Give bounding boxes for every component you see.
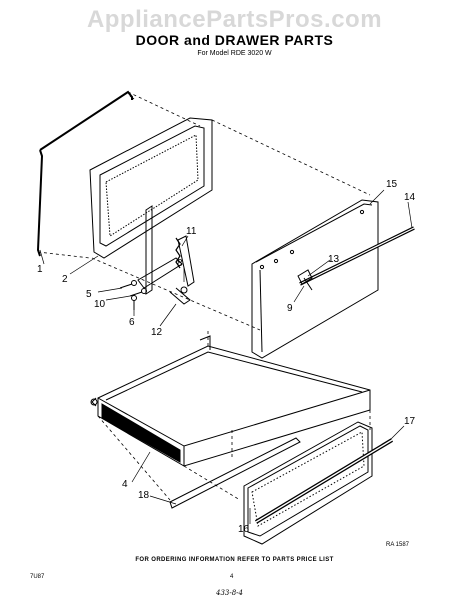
- callout-9: 9: [287, 303, 293, 314]
- handwritten-note: 433-8-4: [216, 589, 243, 597]
- callout-1: 1: [37, 264, 43, 275]
- callout-16: 16: [238, 524, 250, 535]
- assembly-lines-door: [37, 91, 371, 331]
- door-hinge: [137, 205, 195, 305]
- inner-door-panel: [89, 117, 213, 259]
- callout-10: 10: [94, 299, 106, 310]
- door-gasket: [36, 90, 135, 257]
- callout-2: 2: [62, 274, 68, 285]
- assembly-lines-drawer: [97, 330, 371, 501]
- callout-13: 13: [328, 254, 340, 265]
- callout-14: 14: [404, 192, 416, 203]
- callout-18: 18: [138, 490, 150, 501]
- model-subtitle: For Model RDE 3020 W: [197, 50, 272, 57]
- callout-8: 8: [177, 258, 183, 269]
- callout-5: 5: [86, 289, 92, 300]
- callout-6: 6: [129, 317, 135, 328]
- drawer-front-panel: [243, 421, 373, 545]
- hinge-spring: [175, 237, 181, 269]
- callout-15: 15: [386, 179, 398, 190]
- ordering-note: FOR ORDERING INFORMATION REFER TO PARTS …: [135, 557, 334, 563]
- drawer-rail: [169, 437, 301, 509]
- handle-bracket: [297, 269, 313, 285]
- callout-4: 4: [122, 479, 128, 490]
- page-title: DOOR and DRAWER PARTS: [135, 32, 334, 48]
- page-number: 4: [230, 574, 234, 580]
- drawer-handle: [254, 438, 394, 524]
- callout-11: 11: [186, 226, 197, 237]
- drawer-box: [90, 335, 371, 467]
- screws: [119, 280, 147, 310]
- ref-code: RA 1587: [386, 542, 410, 548]
- callout-12: 12: [151, 327, 163, 338]
- callout-17: 17: [404, 416, 416, 427]
- outer-door-panel: [251, 199, 379, 359]
- door-handle: [299, 226, 415, 291]
- watermark: AppliancePartsPros.com: [86, 6, 383, 33]
- leader-lines: [39, 189, 413, 524]
- print-code: 7U87: [30, 574, 45, 580]
